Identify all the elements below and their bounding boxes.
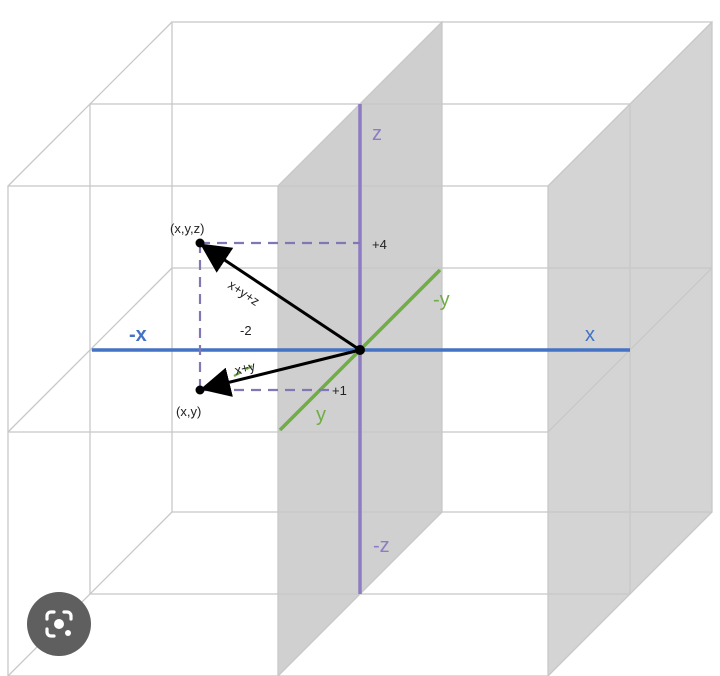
point-xyz-dot [195,238,205,248]
vector-xy-label: x+y [233,358,257,378]
neg-z-axis-label: -z [373,535,390,557]
x-axis-label: x [585,324,595,346]
x-offset-guide [233,365,253,377]
neg-x-axis-label: -x [129,324,147,346]
vectors [200,243,361,397]
origin-dot [355,345,365,355]
point-xyz-label: (x,y,z) [170,221,204,236]
vector-xyz-arrow [200,243,361,352]
tick-z-plus4: +4 [372,237,387,252]
lens-search-icon [45,610,73,638]
neg-y-axis-label: -y [433,289,450,311]
lens-search-button[interactable] [27,592,91,656]
tick-x-minus2: -2 [240,323,252,338]
y-axis-label: y [316,404,326,426]
z-axis-label: z [372,123,382,145]
point-xy-dot [195,385,205,395]
vector-xy-arrow [200,348,361,397]
point-xy-label: (x,y) [176,404,201,419]
tick-y-plus1: +1 [332,383,347,398]
